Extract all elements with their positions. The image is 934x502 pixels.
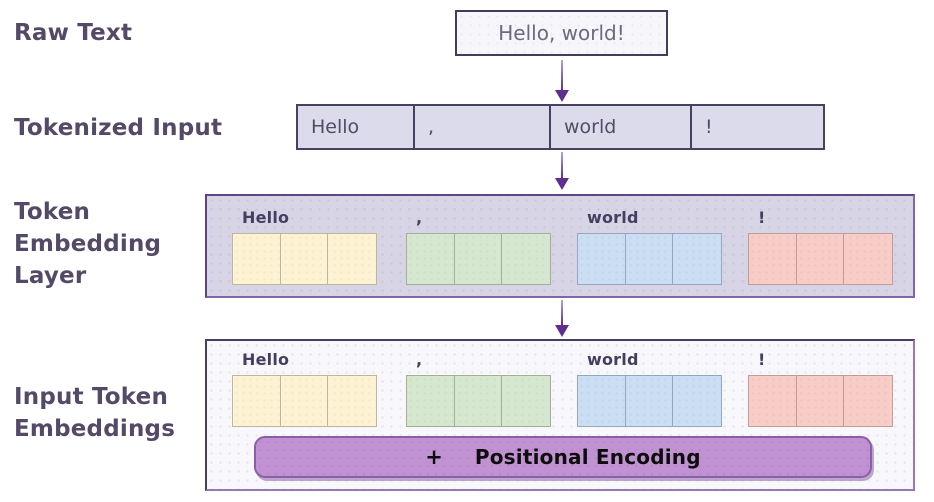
embedding-vector [577, 233, 722, 285]
token-cell: Hello [298, 106, 415, 148]
arrow-head [555, 325, 569, 337]
embedding-cell [673, 376, 721, 426]
embedding-group-label: ! [758, 350, 766, 369]
embedding-cell [407, 376, 455, 426]
embedding-cell [407, 234, 455, 284]
embedding-cell [578, 376, 626, 426]
token-embedding-layer-label: Token Embedding Layer [14, 199, 162, 289]
token-cell: ! [705, 116, 713, 138]
arrow-head [555, 90, 569, 102]
embedding-vector [406, 375, 551, 427]
raw-text-box: Hello, world! [455, 10, 668, 56]
embedding-group-comma: , [406, 350, 551, 427]
embedding-cell [455, 376, 503, 426]
embedding-cell [626, 234, 674, 284]
down-arrow-icon [555, 60, 569, 102]
embedding-vector [406, 233, 551, 285]
embedding-cell [844, 376, 892, 426]
raw-text-value: Hello, world! [498, 21, 625, 45]
embedding-cell [281, 376, 329, 426]
embedding-cell [578, 234, 626, 284]
embedding-group-world: world [577, 350, 722, 427]
down-arrow-icon [555, 300, 569, 337]
embedding-cell [455, 234, 503, 284]
down-arrow-icon [555, 152, 569, 190]
raw-text-label: Raw Text [14, 20, 133, 46]
embedding-vector [748, 375, 893, 427]
token-embedding-layer-container: Hello , world ! [205, 194, 915, 298]
embedding-cell [502, 376, 550, 426]
embedding-group-comma: , [406, 208, 551, 285]
embedding-cell [749, 376, 797, 426]
plus-sign-icon: + [425, 445, 443, 469]
embedding-cell [673, 234, 721, 284]
tokenized-input-row: Hello , world ! [296, 104, 825, 150]
arrow-head [555, 178, 569, 190]
embedding-group-label: ! [758, 208, 766, 227]
embedding-group-hello: Hello [232, 208, 377, 285]
embedding-cell [328, 234, 376, 284]
arrow-shaft [561, 300, 563, 325]
embedding-group-label: , [416, 350, 423, 369]
embedding-group-exclamation: ! [748, 208, 893, 285]
embedding-group-world: world [577, 208, 722, 285]
embedding-group-label: Hello [242, 350, 290, 369]
embedding-vector [232, 233, 377, 285]
embedding-vector [748, 233, 893, 285]
embedding-vector [577, 375, 722, 427]
embedding-cell [626, 376, 674, 426]
embedding-cell [233, 376, 281, 426]
embedding-cell [844, 234, 892, 284]
embedding-cell [502, 234, 550, 284]
embedding-cell [749, 234, 797, 284]
embedding-group-label: world [587, 350, 639, 369]
input-token-embeddings-label: Input Token Embeddings [14, 384, 176, 442]
embedding-cell [797, 376, 845, 426]
embedding-cell [281, 234, 329, 284]
embedding-vector [232, 375, 377, 427]
positional-encoding-label: Positional Encoding [474, 445, 701, 469]
embedding-cell [797, 234, 845, 284]
arrow-shaft [561, 152, 563, 178]
token-cell: , [415, 106, 551, 148]
embedding-cell [233, 234, 281, 284]
tokenized-input-label: Tokenized Input [14, 115, 223, 141]
arrow-shaft [561, 60, 563, 90]
token-cell: world [551, 106, 692, 148]
embedding-group-exclamation: ! [748, 350, 893, 427]
input-token-embeddings-container: Hello , world ! + Positional Encoding [205, 339, 915, 491]
embedding-group-label: Hello [242, 208, 290, 227]
positional-encoding-bar: + Positional Encoding [254, 436, 872, 478]
embedding-group-label: world [587, 208, 639, 227]
embedding-group-hello: Hello [232, 350, 377, 427]
embedding-group-label: , [416, 208, 423, 227]
embedding-cell [328, 376, 376, 426]
